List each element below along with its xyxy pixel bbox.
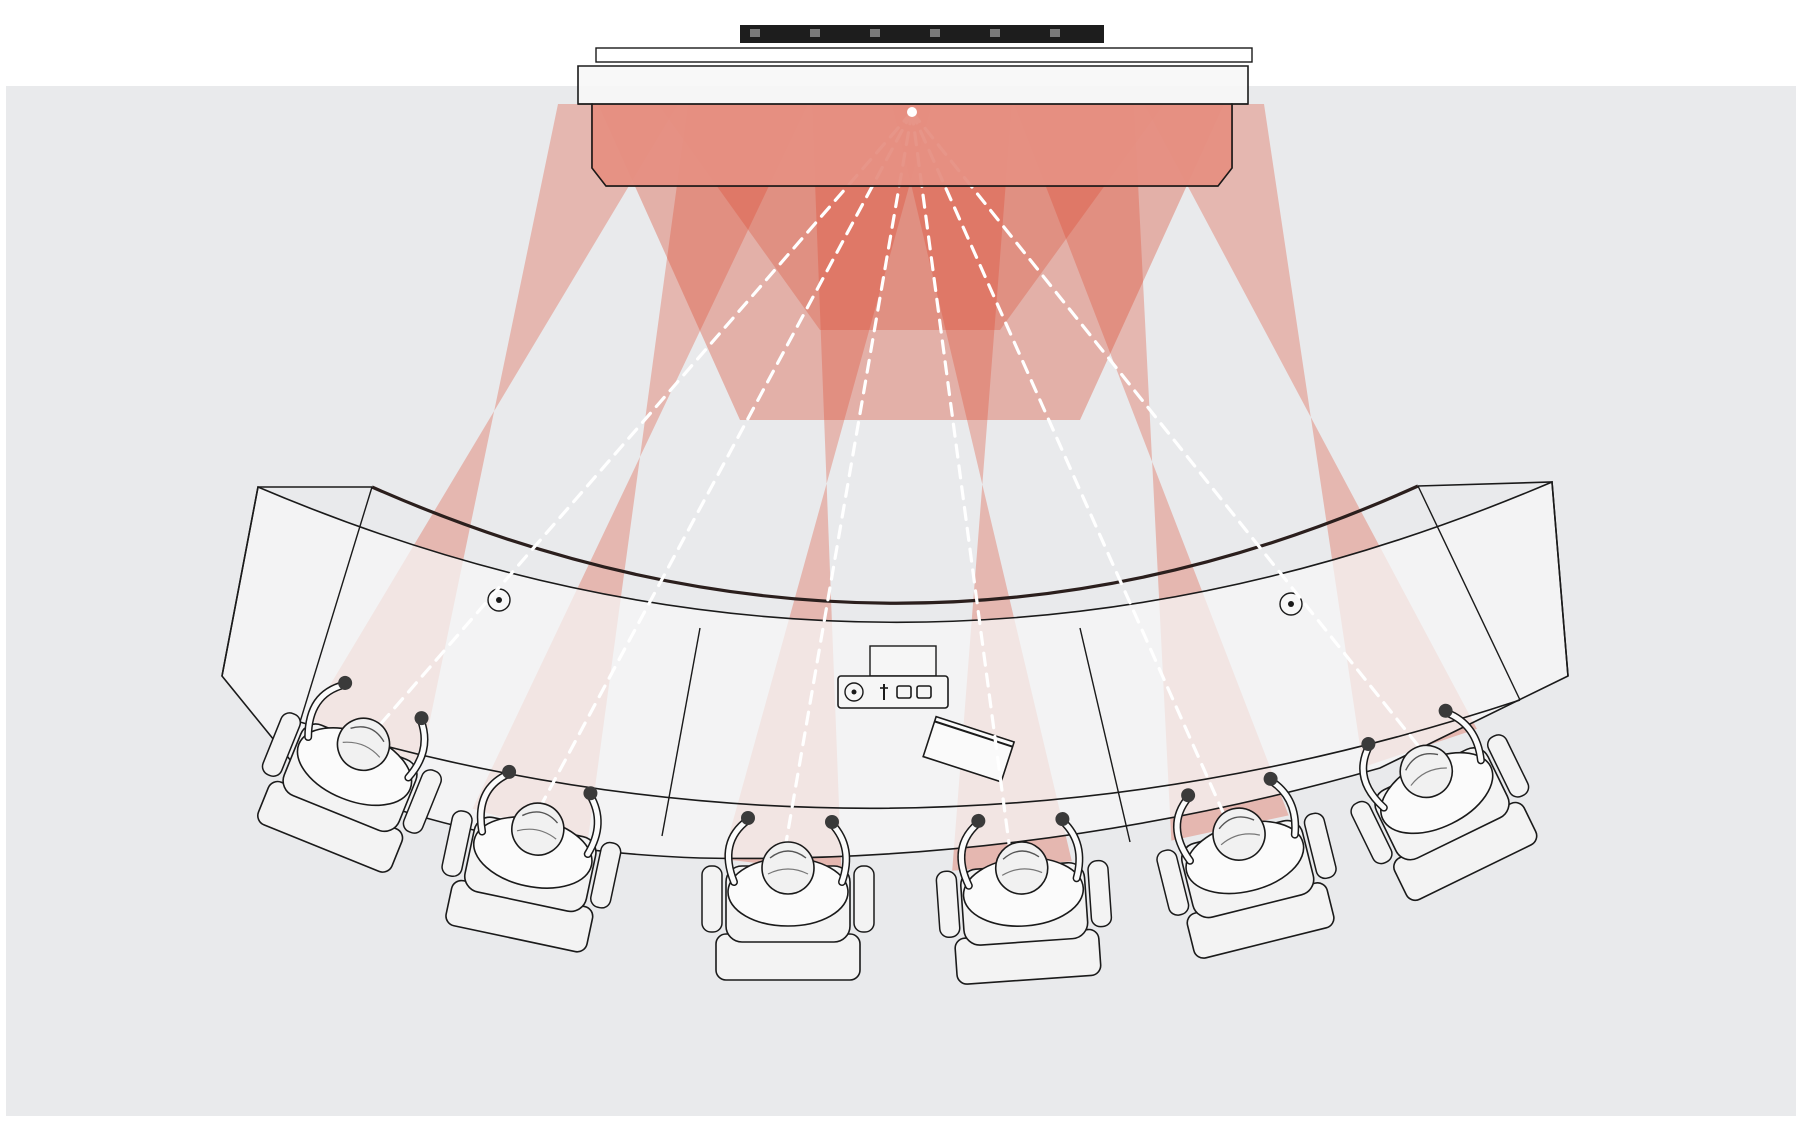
device-mic-point: [907, 107, 917, 117]
head: [1399, 744, 1454, 799]
table-far-edge: [371, 484, 1419, 605]
pickup-line-3: [780, 110, 914, 868]
soundbar-camera-icon: [577, 25, 1253, 187]
power-port-icon: [844, 682, 864, 702]
hdmi-port-icon: [916, 685, 932, 699]
seat-1: [257, 675, 443, 873]
table-segment-line-4: [1417, 485, 1521, 701]
table-left-end: [221, 486, 372, 677]
pickup-line-6: [910, 110, 1422, 750]
person-seated-icon: [472, 764, 602, 889]
person-seated-icon: [724, 811, 851, 927]
left-outlet-icon: [487, 588, 511, 612]
pickup-line-5: [910, 110, 1232, 830]
seat-6: [1350, 703, 1538, 902]
device-mount: [595, 47, 1253, 63]
right-outlet-icon: [1279, 592, 1303, 616]
table-segment-line-3: [299, 486, 373, 723]
pickup-line-2: [528, 110, 914, 828]
device-led-6: [1050, 29, 1060, 37]
table-segment-line-2: [1079, 627, 1131, 843]
table-right-end: [1417, 481, 1569, 677]
pickup-line-4: [910, 110, 1014, 868]
voice-pickup-lines: [363, 110, 1422, 868]
person-seated-icon: [1173, 771, 1305, 895]
seat-5: [1156, 771, 1337, 959]
device-led-5: [990, 29, 1000, 37]
device-wall-panel: [740, 25, 1104, 43]
pickup-line-1: [363, 110, 914, 744]
usb-port-icon: [880, 684, 888, 700]
table-near-edge: [299, 699, 1521, 810]
seat-3: [701, 811, 875, 981]
person-seated-icon: [296, 675, 429, 807]
connectivity-hub-icon: [837, 645, 949, 709]
table-segment-line-1: [661, 627, 701, 837]
seat-4: [935, 812, 1113, 985]
seat-2: [441, 764, 622, 953]
person-seated-icon: [1359, 703, 1494, 835]
device-led-1: [750, 29, 760, 37]
hdmi-port-icon: [896, 685, 912, 699]
device-led-2: [810, 29, 820, 37]
device-led-3: [870, 29, 880, 37]
head: [761, 841, 815, 895]
participants: [257, 675, 1538, 985]
person-seated-icon: [957, 812, 1085, 927]
laptop-icon: [922, 715, 1016, 783]
device-led-4: [930, 29, 940, 37]
head: [336, 717, 391, 772]
